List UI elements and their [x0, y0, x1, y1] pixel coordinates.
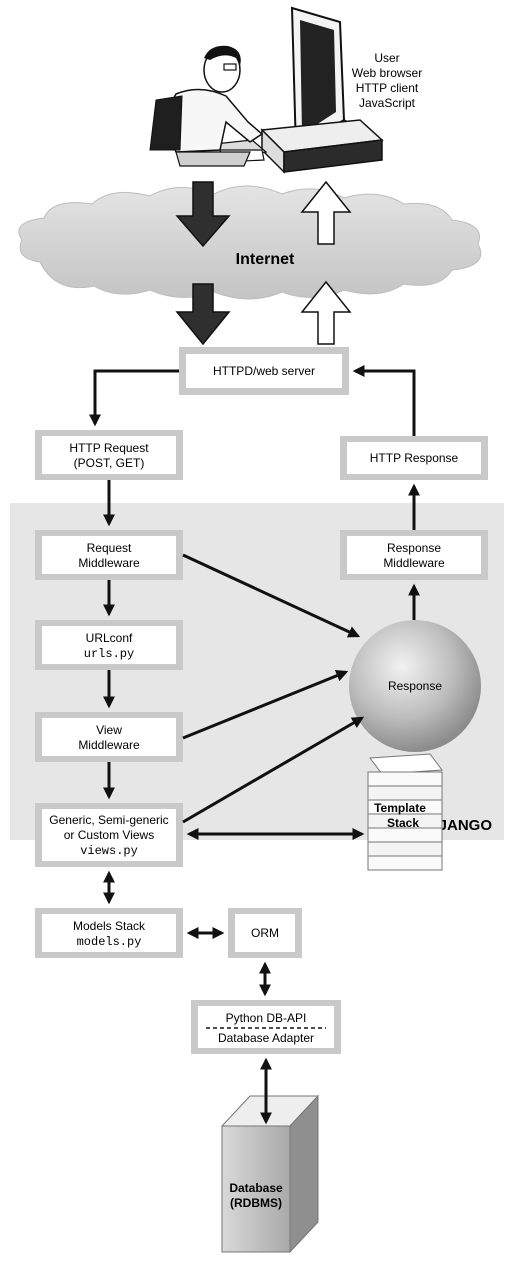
- response-circle-label: Response: [388, 679, 442, 693]
- internet-down-arrow-top: [175, 181, 231, 248]
- views-label-2: or Custom Views: [64, 828, 154, 842]
- django-label: DJANGO: [428, 817, 493, 834]
- views-label-1: Generic, Semi-generic: [49, 813, 168, 827]
- response-middleware-box: Response Middleware: [340, 530, 488, 580]
- arrow-response-to-httpd: [352, 365, 416, 436]
- httpd-label: HTTPD/web server: [213, 364, 315, 378]
- urlconf-code: urls.py: [84, 647, 134, 661]
- arrow-views-to-response: [182, 716, 365, 824]
- user-label-1: User: [374, 51, 399, 65]
- template-stack-icon: [367, 753, 443, 871]
- user-label-3: HTTP client: [356, 81, 419, 95]
- view-middleware-label-1: View: [96, 723, 122, 737]
- internet-up-arrow-top: [300, 180, 352, 245]
- response-middleware-label-1: Response: [387, 541, 441, 555]
- view-middleware-box: View Middleware: [35, 712, 183, 762]
- database-icon: [220, 1094, 320, 1254]
- views-box: Generic, Semi-generic or Custom Views vi…: [35, 803, 183, 867]
- database-label-1: Database: [229, 1181, 283, 1195]
- arrow-request-middleware-to-response: [182, 553, 361, 638]
- response-circle: [349, 620, 481, 752]
- internet-label: Internet: [236, 251, 295, 268]
- orm-label: ORM: [251, 926, 279, 940]
- models-stack-label: Models Stack: [73, 919, 146, 933]
- models-stack-box: Models Stack models.py: [35, 908, 183, 958]
- http-response-label: HTTP Response: [370, 451, 459, 465]
- urlconf-box: URLconf urls.py: [35, 620, 183, 670]
- internet-down-arrow-bottom: [175, 283, 231, 346]
- request-middleware-label-2: Middleware: [78, 556, 140, 570]
- user-at-computer-illustration: [149, 6, 384, 174]
- db-api-label-bottom: Database Adapter: [218, 1031, 314, 1045]
- db-api-label-top: Python DB-API: [226, 1011, 307, 1025]
- http-request-box: HTTP Request (POST, GET): [35, 430, 183, 480]
- template-stack-label-2: Stack: [387, 816, 419, 830]
- arrow-httpd-to-request: [89, 369, 179, 427]
- http-response-box: HTTP Response: [340, 436, 488, 480]
- db-api-box: Python DB-API Database Adapter: [191, 1000, 341, 1054]
- template-stack-label-1: Template: [374, 801, 426, 815]
- request-middleware-label-1: Request: [87, 541, 132, 555]
- arrow-view-middleware-to-response: [182, 670, 349, 740]
- user-label-2: Web browser: [352, 66, 422, 80]
- response-middleware-label-2: Middleware: [383, 556, 445, 570]
- urlconf-label: URLconf: [86, 631, 133, 645]
- user-label-4: JavaScript: [359, 96, 416, 110]
- views-code: views.py: [80, 844, 138, 858]
- models-stack-code: models.py: [77, 935, 142, 949]
- internet-up-arrow-bottom: [300, 280, 352, 345]
- internet-cloud: [18, 185, 482, 300]
- http-request-label-2: (POST, GET): [74, 456, 145, 470]
- orm-box: ORM: [228, 908, 302, 958]
- http-request-label-1: HTTP Request: [69, 441, 149, 455]
- database-label-2: (RDBMS): [230, 1196, 282, 1210]
- view-middleware-label-2: Middleware: [78, 738, 140, 752]
- request-middleware-box: Request Middleware: [35, 530, 183, 580]
- httpd-box: HTTPD/web server: [179, 347, 349, 395]
